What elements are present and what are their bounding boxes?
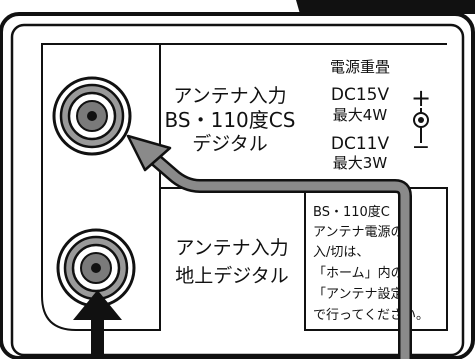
note-line-1: BS・110度C (313, 204, 390, 220)
note-line-3: 入/切は、 (313, 245, 369, 260)
power-spec-line-4: DC11V (331, 134, 390, 154)
plus-sign: + (411, 84, 431, 112)
power-spec-line-5: 最大3W (333, 154, 388, 172)
note-box (304, 187, 448, 331)
polarity-symbol-icon: + − (411, 84, 431, 160)
power-spec-line-2: DC15V (331, 85, 390, 105)
terrestrial-cable-arrow (73, 290, 122, 359)
lower-port-label-line-2: 地上デジタル (175, 265, 289, 287)
upper-port-label-line-1: アンテナ入力 (173, 85, 286, 107)
upper-port-label-line-3: デジタル (192, 133, 268, 155)
upper-port-label-line-2: BS・110度CS (165, 108, 296, 132)
note-line-2: アンテナ電源の (313, 225, 403, 240)
top-tab (296, 0, 475, 14)
power-spec-line-3: 最大4W (333, 106, 388, 124)
lower-port-label-line-1: アンテナ入力 (175, 237, 288, 259)
minus-sign: − (412, 135, 430, 160)
terrestrial-antenna-connector (56, 228, 136, 308)
connector-frame (41, 43, 161, 331)
bs-cs-antenna-connector (52, 76, 132, 156)
power-spec-line-1: 電源重畳 (330, 58, 390, 76)
note-line-4: 「ホーム」内の (313, 265, 404, 281)
note-line-5: 「アンテナ設定」 (313, 286, 416, 302)
bs-cs-cable-arrow (126, 134, 412, 359)
